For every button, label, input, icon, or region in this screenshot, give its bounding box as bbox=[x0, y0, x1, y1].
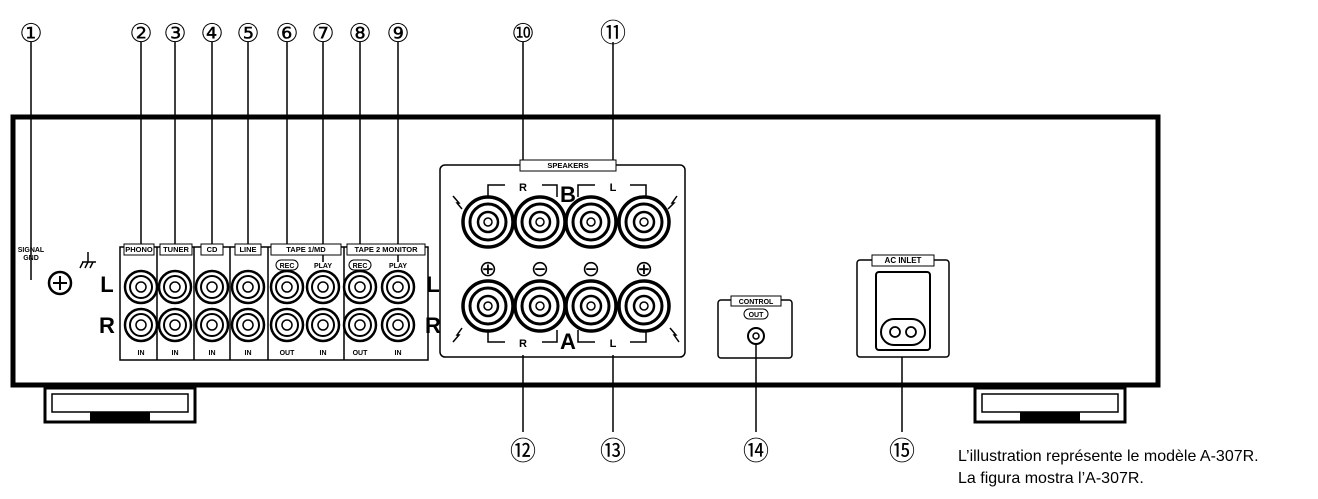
ac-inlet-socket[interactable] bbox=[875, 271, 931, 351]
tape2-play-left-jack[interactable] bbox=[380, 269, 416, 305]
callout-12: ⑫ bbox=[510, 437, 536, 467]
model-note-fr: L’illustration représente le modèle A-30… bbox=[958, 448, 1259, 465]
control-label: CONTROL bbox=[739, 299, 774, 306]
callout-4: ④ bbox=[200, 19, 223, 49]
speaker-binding-posts[interactable] bbox=[461, 195, 671, 333]
tape1-rec-label: REC bbox=[280, 263, 295, 270]
speaker-b-right-minus-terminal[interactable] bbox=[513, 195, 567, 249]
tape1-out-label: OUT bbox=[280, 350, 296, 357]
callout-13: ⑬ bbox=[600, 437, 626, 467]
callout-15: ⑮ bbox=[889, 437, 915, 467]
tape2-play-right-jack[interactable] bbox=[380, 307, 416, 343]
cd-left-jack[interactable] bbox=[194, 269, 230, 305]
speakers-b-label: B bbox=[560, 182, 576, 207]
chassis-outline bbox=[10, 114, 1161, 388]
tuner-in-label: IN bbox=[172, 350, 179, 357]
control-panel: CONTROL OUT bbox=[717, 295, 793, 359]
speaker-a-right-minus-terminal[interactable] bbox=[513, 279, 567, 333]
speakers-a-left-label: L bbox=[610, 338, 617, 350]
tape2-play-label: PLAY bbox=[389, 263, 407, 270]
tape1-play-left-jack[interactable] bbox=[305, 269, 341, 305]
right-channel-label-2: R bbox=[425, 313, 441, 338]
speakers-panel: SPEAKERS R L B R L A ⊕ ⊖ ⊖ ⊕ bbox=[439, 159, 686, 358]
ac-inlet-panel: AC INLET bbox=[856, 254, 950, 358]
cd-right-jack[interactable] bbox=[194, 307, 230, 343]
right-foot bbox=[973, 386, 1127, 424]
line-right-jack[interactable] bbox=[230, 307, 266, 343]
callout-leaders bbox=[30, 42, 903, 432]
speaker-a-left-plus-terminal[interactable] bbox=[617, 279, 671, 333]
right-channel-label: R bbox=[99, 313, 115, 338]
callout-7: ⑦ bbox=[311, 19, 334, 49]
speakers-a-label: A bbox=[560, 329, 576, 354]
ac-inlet-label: AC INLET bbox=[885, 256, 922, 265]
callout-numbers: ① ② ③ ④ ⑤ ⑥ ⑦ ⑧ ⑨ ⑩ ⑪ ⑫ ⑬ ⑭ ⑮ bbox=[19, 19, 915, 467]
tape1-play-right-jack[interactable] bbox=[305, 307, 341, 343]
speakers-b-right-label: R bbox=[519, 182, 527, 194]
polarity-minus-icon: ⊖ bbox=[531, 257, 549, 282]
tape2-rec-left-jack[interactable] bbox=[342, 269, 378, 305]
tape1-rec-left-jack[interactable] bbox=[269, 269, 305, 305]
rca-jacks[interactable] bbox=[123, 269, 416, 343]
left-foot bbox=[43, 386, 197, 424]
line-left-jack[interactable] bbox=[230, 269, 266, 305]
ground-symbol-icon bbox=[79, 252, 96, 269]
callout-3: ③ bbox=[163, 19, 186, 49]
line-label: LINE bbox=[239, 245, 256, 254]
speaker-a-right-plus-terminal[interactable] bbox=[461, 279, 515, 333]
phono-label: PHONO bbox=[125, 245, 153, 254]
input-labels: PHONO TUNER CD LINE TAPE 1/MD TAPE 2 MON… bbox=[123, 243, 426, 357]
callout-1: ① bbox=[19, 19, 42, 49]
callout-6: ⑥ bbox=[275, 19, 298, 49]
left-channel-label: L bbox=[100, 272, 113, 297]
phono-in-label: IN bbox=[138, 350, 145, 357]
callout-10: ⑩ bbox=[511, 19, 534, 49]
signal-gnd-label-1: SIGNAL bbox=[18, 247, 45, 254]
signal-gnd-label-2: GND bbox=[23, 255, 39, 262]
speaker-b-right-plus-terminal[interactable] bbox=[461, 195, 515, 249]
callout-14: ⑭ bbox=[743, 437, 769, 467]
input-panels bbox=[119, 246, 429, 361]
cd-label: CD bbox=[207, 245, 218, 254]
control-out-jack[interactable] bbox=[747, 327, 765, 345]
model-note-it: La figura mostra l’A-307R. bbox=[958, 470, 1144, 487]
callout-5: ⑤ bbox=[236, 19, 259, 49]
tape2-label: TAPE 2 MONITOR bbox=[354, 245, 418, 254]
polarity-plus-icon: ⊕ bbox=[479, 257, 497, 282]
tape1-rec-right-jack[interactable] bbox=[269, 307, 305, 343]
tape2-rec-right-jack[interactable] bbox=[342, 307, 378, 343]
speakers-a-right-label: R bbox=[519, 338, 527, 350]
tape1-in-label: IN bbox=[320, 350, 327, 357]
left-channel-label-2: L bbox=[426, 272, 439, 297]
polarity-plus-icon-2: ⊕ bbox=[635, 257, 653, 282]
phono-right-jack[interactable] bbox=[123, 307, 159, 343]
tuner-left-jack[interactable] bbox=[157, 269, 193, 305]
tape1-play-label: PLAY bbox=[314, 263, 332, 270]
cd-in-label: IN bbox=[209, 350, 216, 357]
line-in-label: IN bbox=[245, 350, 252, 357]
speakers-b-left-label: L bbox=[610, 182, 617, 194]
speaker-b-left-minus-terminal[interactable] bbox=[564, 195, 618, 249]
control-out-label: OUT bbox=[749, 312, 765, 319]
phono-left-jack[interactable] bbox=[123, 269, 159, 305]
polarity-minus-icon-2: ⊖ bbox=[582, 257, 600, 282]
tuner-label: TUNER bbox=[163, 245, 189, 254]
tuner-right-jack[interactable] bbox=[157, 307, 193, 343]
tape2-out-label: OUT bbox=[353, 350, 369, 357]
lightning-icons bbox=[452, 195, 680, 343]
signal-ground-terminal[interactable]: SIGNAL GND bbox=[18, 247, 96, 296]
speaker-b-left-plus-terminal[interactable] bbox=[617, 195, 671, 249]
speaker-a-left-minus-terminal[interactable] bbox=[564, 279, 618, 333]
callout-2: ② bbox=[129, 19, 152, 49]
tape2-rec-label: REC bbox=[353, 263, 368, 270]
speakers-label: SPEAKERS bbox=[547, 161, 588, 170]
callout-11: ⑪ bbox=[600, 19, 626, 49]
callout-9: ⑨ bbox=[386, 19, 409, 49]
callout-8: ⑧ bbox=[348, 19, 371, 49]
tape1-label: TAPE 1/MD bbox=[286, 245, 326, 254]
tape2-in-label: IN bbox=[395, 350, 402, 357]
